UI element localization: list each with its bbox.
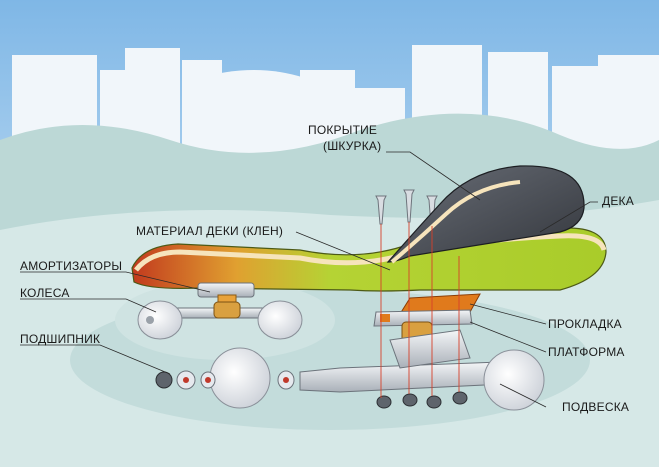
label-deck-material: МАТЕРИАЛ ДЕКИ (КЛЕН) <box>136 224 283 238</box>
label-grip-tape-line2: (ШКУРКА) <box>323 139 381 153</box>
label-deck: ДЕКА <box>602 194 634 208</box>
label-bushings: АМОРТИЗАТОРЫ <box>20 259 122 273</box>
label-bearing: ПОДШИПНИК <box>20 332 100 346</box>
label-truck: ПОДВЕСКА <box>562 400 629 414</box>
bearing-parts <box>155 370 216 390</box>
label-wheels: КОЛЕСА <box>20 286 70 300</box>
mounting-nuts <box>376 391 468 409</box>
exploded-truck <box>209 329 545 411</box>
front-truck <box>137 282 303 340</box>
label-baseplate: ПЛАТФОРМА <box>548 345 625 359</box>
label-grip-tape-line1: ПОКРЫТИЕ <box>308 123 377 137</box>
baseplate <box>373 309 473 327</box>
ground-shadow-left <box>115 280 335 360</box>
leader-lines <box>20 151 598 408</box>
assembly-guides <box>380 222 460 398</box>
label-riser-pad: ПРОКЛАДКА <box>548 317 622 331</box>
